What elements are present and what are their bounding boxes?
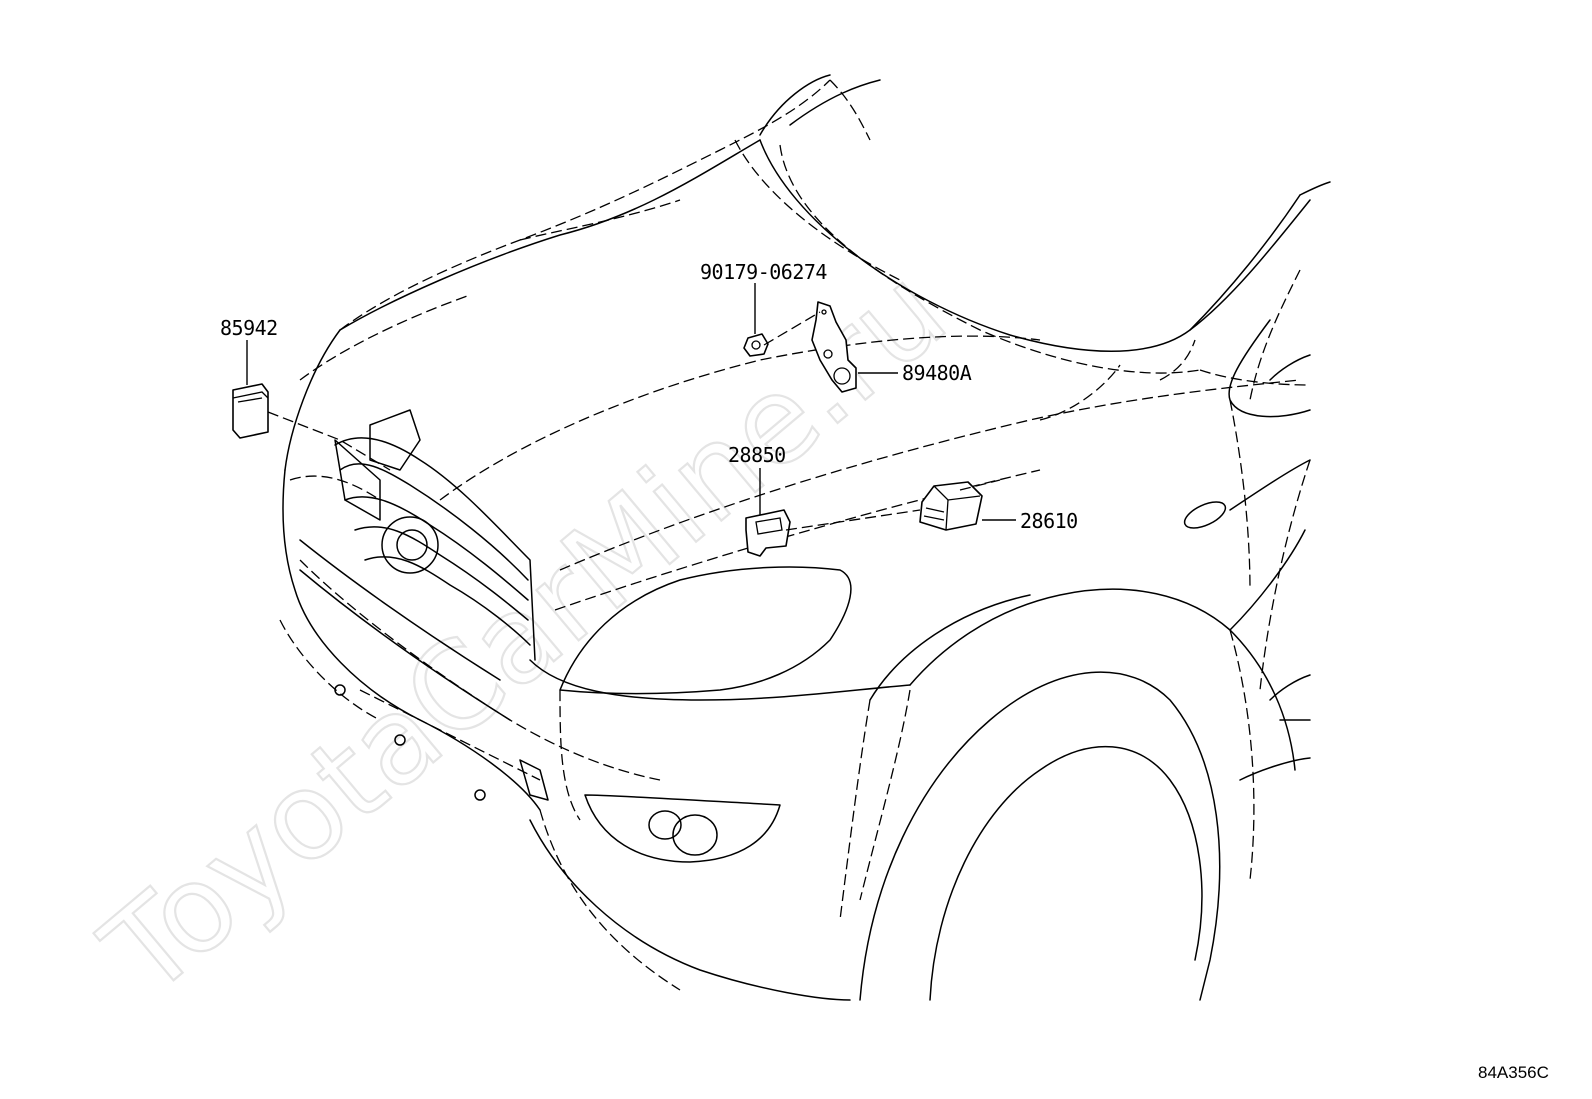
callout-89480A: 89480A: [902, 361, 972, 385]
part-85942: [232, 383, 269, 439]
callout-90179-06274: 90179-06274: [700, 260, 827, 284]
callout-28610: 28610: [1020, 509, 1078, 533]
phantom-lines: [279, 79, 1311, 991]
part-28850-connector: [745, 509, 791, 557]
callout-85942: 85942: [220, 316, 278, 340]
drawing-code: 84A356C: [1478, 1063, 1549, 1082]
callouts: 85942 90179-06274 89480A 28850 28610: [220, 260, 1078, 533]
callout-28850: 28850: [728, 443, 786, 467]
part-90179-06274-nut: [743, 333, 769, 357]
part-28610-relay: [919, 481, 983, 531]
leader-lines: [246, 283, 1016, 531]
vehicle-outline: [282, 74, 1331, 1001]
part-89480A-sensor: [811, 301, 857, 393]
